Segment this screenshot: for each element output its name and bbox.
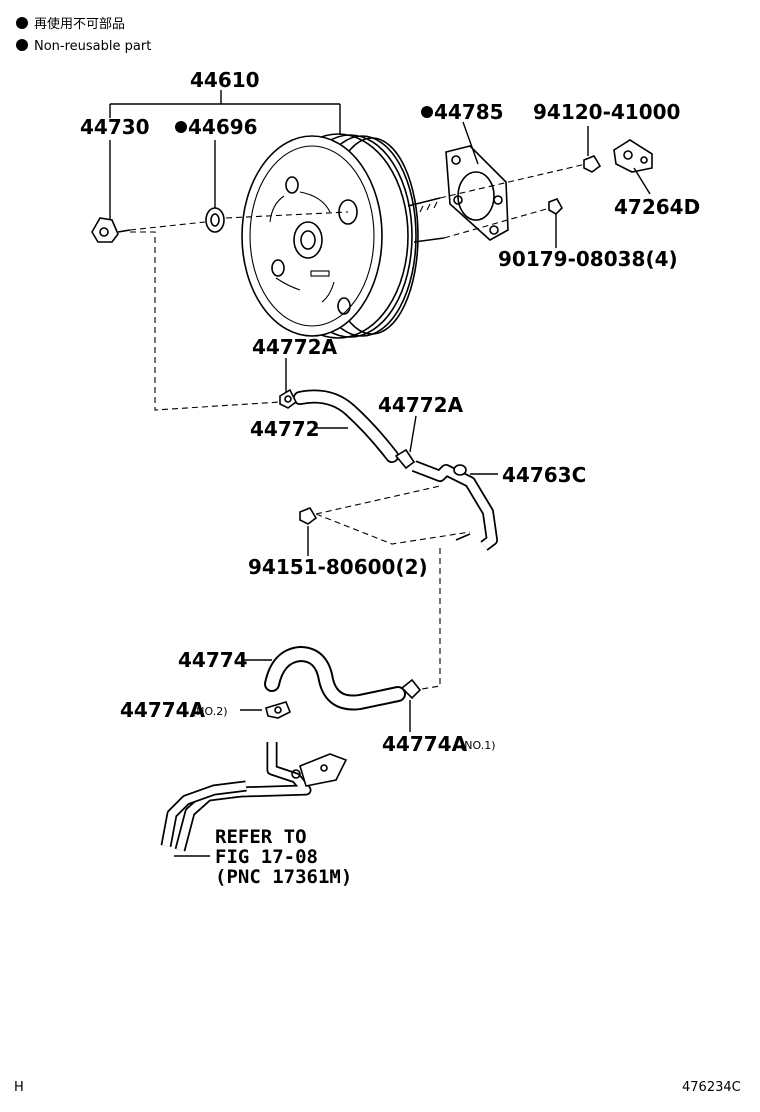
reference-line-3: (PNC 17361M): [215, 866, 352, 888]
label-44774A-no1: 44774A: [382, 732, 468, 756]
hardware-top-right: [439, 139, 653, 239]
non-reusable-marker-icon: [16, 17, 28, 29]
label-44772A-right: 44772A: [378, 393, 464, 417]
gasket-44785: [445, 145, 509, 241]
leader-lines: [109, 90, 651, 732]
clamp-44772A-top: [279, 388, 298, 409]
label-44610: 44610: [190, 68, 260, 92]
legend: 再使用不可部品 Non-reusable part: [16, 16, 151, 54]
label-94151-80600: 94151-80600(2): [248, 555, 428, 579]
union-44763C: [411, 460, 498, 551]
reference-note: REFER TO FIG 17-08 (PNC 17361M): [174, 826, 352, 888]
label-44772: 44772: [250, 417, 320, 441]
label-44774: 44774: [178, 648, 248, 672]
label-94120-41000: 94120-41000: [533, 100, 680, 124]
label-44696: 44696: [188, 115, 258, 139]
nut-90179-icon: [548, 198, 563, 215]
clamp-44774A-no2: [265, 701, 292, 719]
legend-japanese: 再使用不可部品: [34, 16, 125, 32]
legend-english: Non-reusable part: [34, 39, 151, 54]
check-valve-44730: [91, 217, 131, 243]
footer: H 476234C: [14, 1080, 741, 1095]
nut-94120-icon: [583, 155, 602, 173]
label-44774A-no1-note: (NO.1): [460, 739, 496, 752]
label-44772A-top: 44772A: [252, 335, 338, 359]
grommet-44696: [205, 207, 225, 233]
part-labels: 44610 44730 44696 44785 94120-41000 4726…: [80, 68, 700, 756]
reference-line-1: REFER TO: [215, 826, 307, 848]
bracket-47264D-icon: [613, 139, 653, 173]
label-44785: 44785: [434, 100, 504, 124]
label-44774A-no2: 44774A: [120, 698, 206, 722]
non-reusable-marker-icon: [421, 106, 433, 118]
label-44763C: 44763C: [502, 463, 586, 487]
hose-44772: [293, 389, 399, 463]
vacuum-pipe-assembly: [160, 742, 348, 852]
nut-94151: [299, 507, 318, 525]
footer-left: H: [14, 1080, 24, 1095]
non-reusable-marker-icon: [16, 39, 28, 51]
clamp-44772A-right: [394, 448, 416, 470]
label-44730: 44730: [80, 115, 150, 139]
illustration-number: 476234C: [682, 1080, 741, 1095]
label-47264D: 47264D: [614, 195, 700, 219]
label-44774A-no2-note: (NO.2): [192, 705, 228, 718]
reference-line-2: FIG 17-08: [215, 846, 318, 868]
brake-booster: [241, 133, 445, 339]
non-reusable-marker-icon: [175, 121, 187, 133]
clamp-44774A-no1: [400, 678, 422, 700]
label-90179-08038: 90179-08038(4): [498, 247, 678, 271]
hose-44774: [264, 645, 406, 711]
